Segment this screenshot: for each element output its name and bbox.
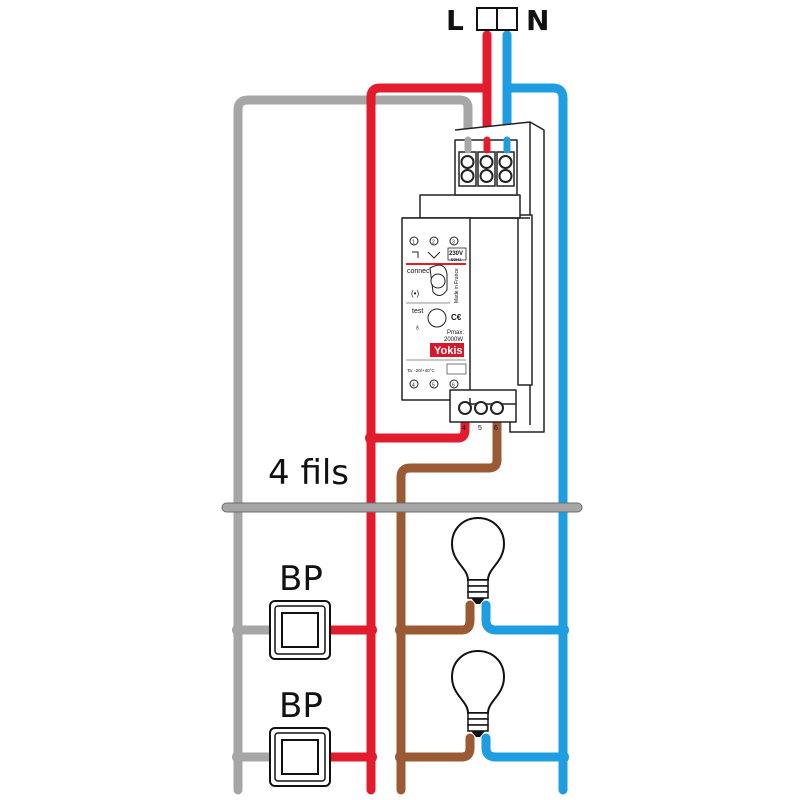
test-button[interactable] <box>427 308 447 328</box>
junction-dot <box>365 751 377 763</box>
connect-button[interactable] <box>430 273 446 289</box>
cable-bundle-bar <box>221 502 583 513</box>
bottom-terminal-screws: 4 5 6 <box>458 401 504 432</box>
module-face-content: 1 2 3 230V 50Hz connect (•) test ♁ Made … <box>406 236 467 389</box>
face-number: 3 <box>452 240 455 246</box>
junction-dot <box>365 432 377 444</box>
face-number: 4 <box>412 383 415 389</box>
face-number: 6 <box>452 383 455 389</box>
junction-dot <box>395 624 407 636</box>
grey-wire <box>233 95 473 795</box>
junction-dot <box>232 751 244 763</box>
terminal-number: 5 <box>478 425 482 432</box>
brown-branch-lamp1 <box>396 600 475 635</box>
wireless-icon: (•) <box>411 289 419 298</box>
junction-dot <box>557 751 569 763</box>
light-bulb-icon <box>450 516 506 604</box>
top-terminal-screws: 1 2 3 <box>458 145 515 187</box>
neutral-label: N <box>526 4 549 37</box>
face-number: 2 <box>432 240 435 246</box>
bulb-small-icon: ♁ <box>414 322 421 332</box>
brand-label: Yokis <box>434 345 463 357</box>
terminal-number: 4 <box>462 425 466 432</box>
junction-dot <box>557 624 569 636</box>
junction-dot <box>395 751 407 763</box>
temp-note: Ta: -20/+40°C <box>407 368 435 373</box>
frequency-label: 50Hz <box>451 257 462 262</box>
push-button-label: BP <box>279 686 323 726</box>
brown-branch-lamp2 <box>396 733 475 762</box>
cable-label: 4 fils <box>268 453 349 493</box>
ce-mark: C€ <box>451 313 462 322</box>
supply-terminal-block: L N <box>446 4 549 37</box>
made-in-label: Made in France <box>454 268 460 303</box>
junction-dot <box>232 624 244 636</box>
power-value: 2000W <box>444 337 463 343</box>
push-button-label: BP <box>279 559 323 599</box>
brand-badge <box>430 343 464 357</box>
light-bulb-icon <box>450 649 506 737</box>
red-wire-to-terminal-4 <box>366 415 470 443</box>
line-label: L <box>446 4 464 37</box>
blue-branch-lamp1 <box>481 600 568 635</box>
terminal-number: 6 <box>494 425 498 432</box>
brown-wire <box>396 415 502 795</box>
blue-branch-lamp2 <box>481 733 568 762</box>
junction-dot <box>365 624 377 636</box>
push-button-2: BP <box>269 686 331 787</box>
push-button-1: BP <box>269 559 331 660</box>
power-label: Pmax: <box>447 330 464 336</box>
test-label: test <box>412 308 423 315</box>
connect-label: connect <box>407 268 432 275</box>
face-number: 5 <box>432 383 435 389</box>
voltage-label: 230V <box>449 251 463 257</box>
face-number: 1 <box>412 240 415 246</box>
